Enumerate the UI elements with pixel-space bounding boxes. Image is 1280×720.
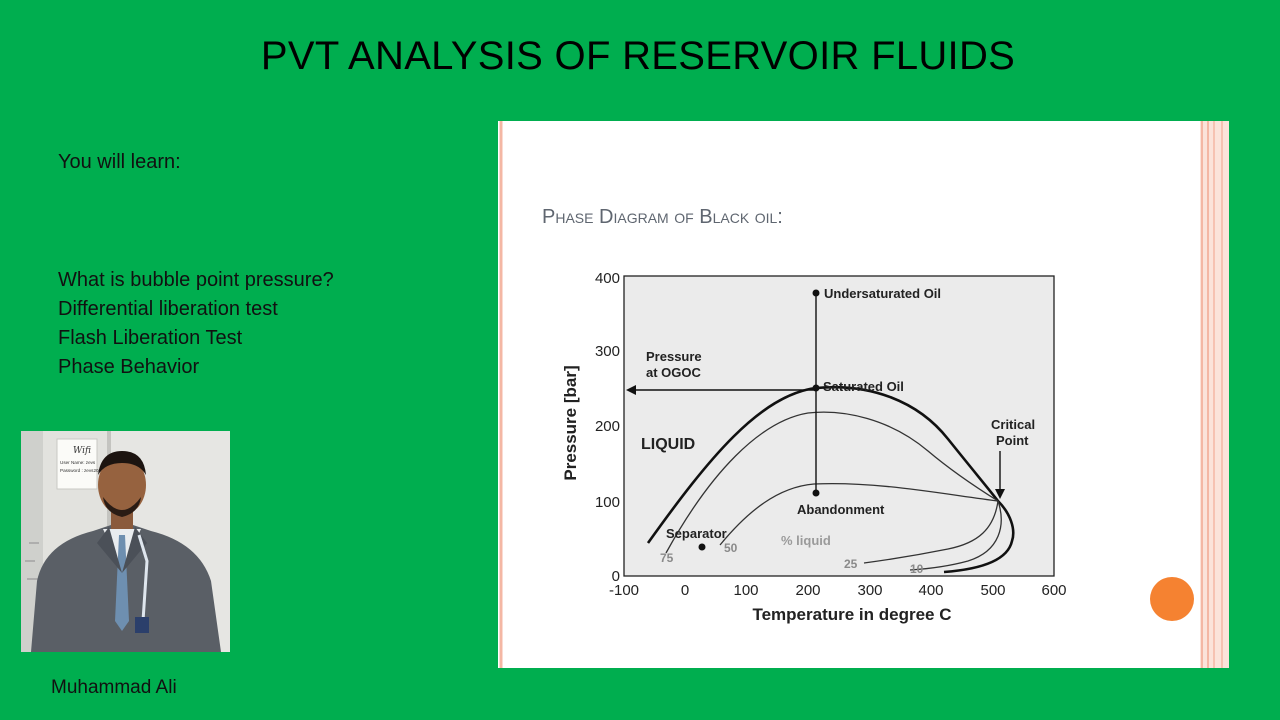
y-tick-label: 300	[595, 343, 620, 360]
pressure-ogoc-label: at OGOC	[646, 365, 702, 380]
phase-diagram-slide: Phase Diagram of Black oil: 400 300 200 …	[498, 121, 1229, 668]
x-tick-label: 400	[918, 582, 943, 599]
x-tick-label: 200	[795, 582, 820, 599]
quality-75-label: 75	[660, 551, 674, 565]
ogoc-arrow-head	[626, 385, 636, 395]
y-tick-label: 100	[595, 494, 620, 511]
abandonment-label: Abandonment	[797, 502, 885, 517]
quality-line-10	[909, 500, 1002, 571]
presenter-name: Muhammad Ali	[51, 677, 177, 698]
quality-10-label: 10	[910, 562, 924, 576]
pct-liquid-label: % liquid	[781, 533, 831, 548]
learn-heading: You will learn:	[58, 151, 181, 173]
separator-point	[698, 543, 706, 551]
topic-item: What is bubble point pressure?	[58, 269, 334, 291]
saturated-label: Saturated Oil	[823, 379, 904, 394]
x-tick-label: 100	[733, 582, 758, 599]
plot-area	[623, 275, 1055, 577]
accent-circle	[1150, 577, 1194, 621]
critical-point-label: Point	[996, 433, 1029, 448]
undersaturated-label: Undersaturated Oil	[824, 286, 941, 301]
figure-heading: Phase Diagram of Black oil:	[542, 206, 783, 228]
topic-item: Differential liberation test	[58, 298, 278, 320]
y-tick-label: 400	[595, 270, 620, 287]
x-tick-label: 300	[857, 582, 882, 599]
wifi-note-password: Password : zevs2016	[60, 468, 104, 473]
phase-diagram: Phase Diagram of Black oil: 400 300 200 …	[498, 121, 1229, 668]
quality-line-25	[863, 500, 999, 564]
abandonment-point	[812, 489, 820, 497]
y-axis-label: Pressure [bar]	[561, 365, 580, 480]
undersaturated-point	[812, 289, 820, 297]
presenter-photo: Wifi User Name: zevs Password : zevs2016	[21, 431, 230, 652]
quality-line-50	[719, 482, 999, 546]
phase-envelope-curve	[646, 385, 1015, 574]
x-tick-label: 500	[980, 582, 1005, 599]
quality-line-75	[665, 411, 999, 554]
topic-item: Phase Behavior	[58, 356, 200, 378]
y-tick-label: 0	[612, 568, 620, 585]
pressure-ogoc-label: Pressure	[646, 349, 702, 364]
critical-point-label: Critical	[991, 417, 1035, 432]
wifi-note-user: User Name: zevs	[60, 460, 96, 465]
quality-25-label: 25	[844, 557, 858, 571]
x-tick-label: -100	[609, 582, 639, 599]
wifi-note-title: Wifi	[73, 446, 91, 456]
topic-list: What is bubble point pressure? Different…	[58, 266, 334, 382]
presenter-illustration: Wifi User Name: zevs Password : zevs2016	[21, 431, 230, 652]
quality-50-label: 50	[724, 541, 738, 555]
liquid-region-label: LIQUID	[641, 436, 695, 453]
x-tick-label: 600	[1041, 582, 1066, 599]
x-axis-label: Temperature in degree C	[752, 605, 951, 624]
topic-item: Flash Liberation Test	[58, 327, 243, 349]
slide-title: PVT ANALYSIS OF RESERVOIR FLUIDS	[260, 34, 1016, 78]
x-tick-label: 0	[681, 582, 689, 599]
critical-arrow-head	[995, 489, 1005, 499]
separator-label: Separator	[666, 526, 727, 541]
y-tick-label: 200	[595, 418, 620, 435]
